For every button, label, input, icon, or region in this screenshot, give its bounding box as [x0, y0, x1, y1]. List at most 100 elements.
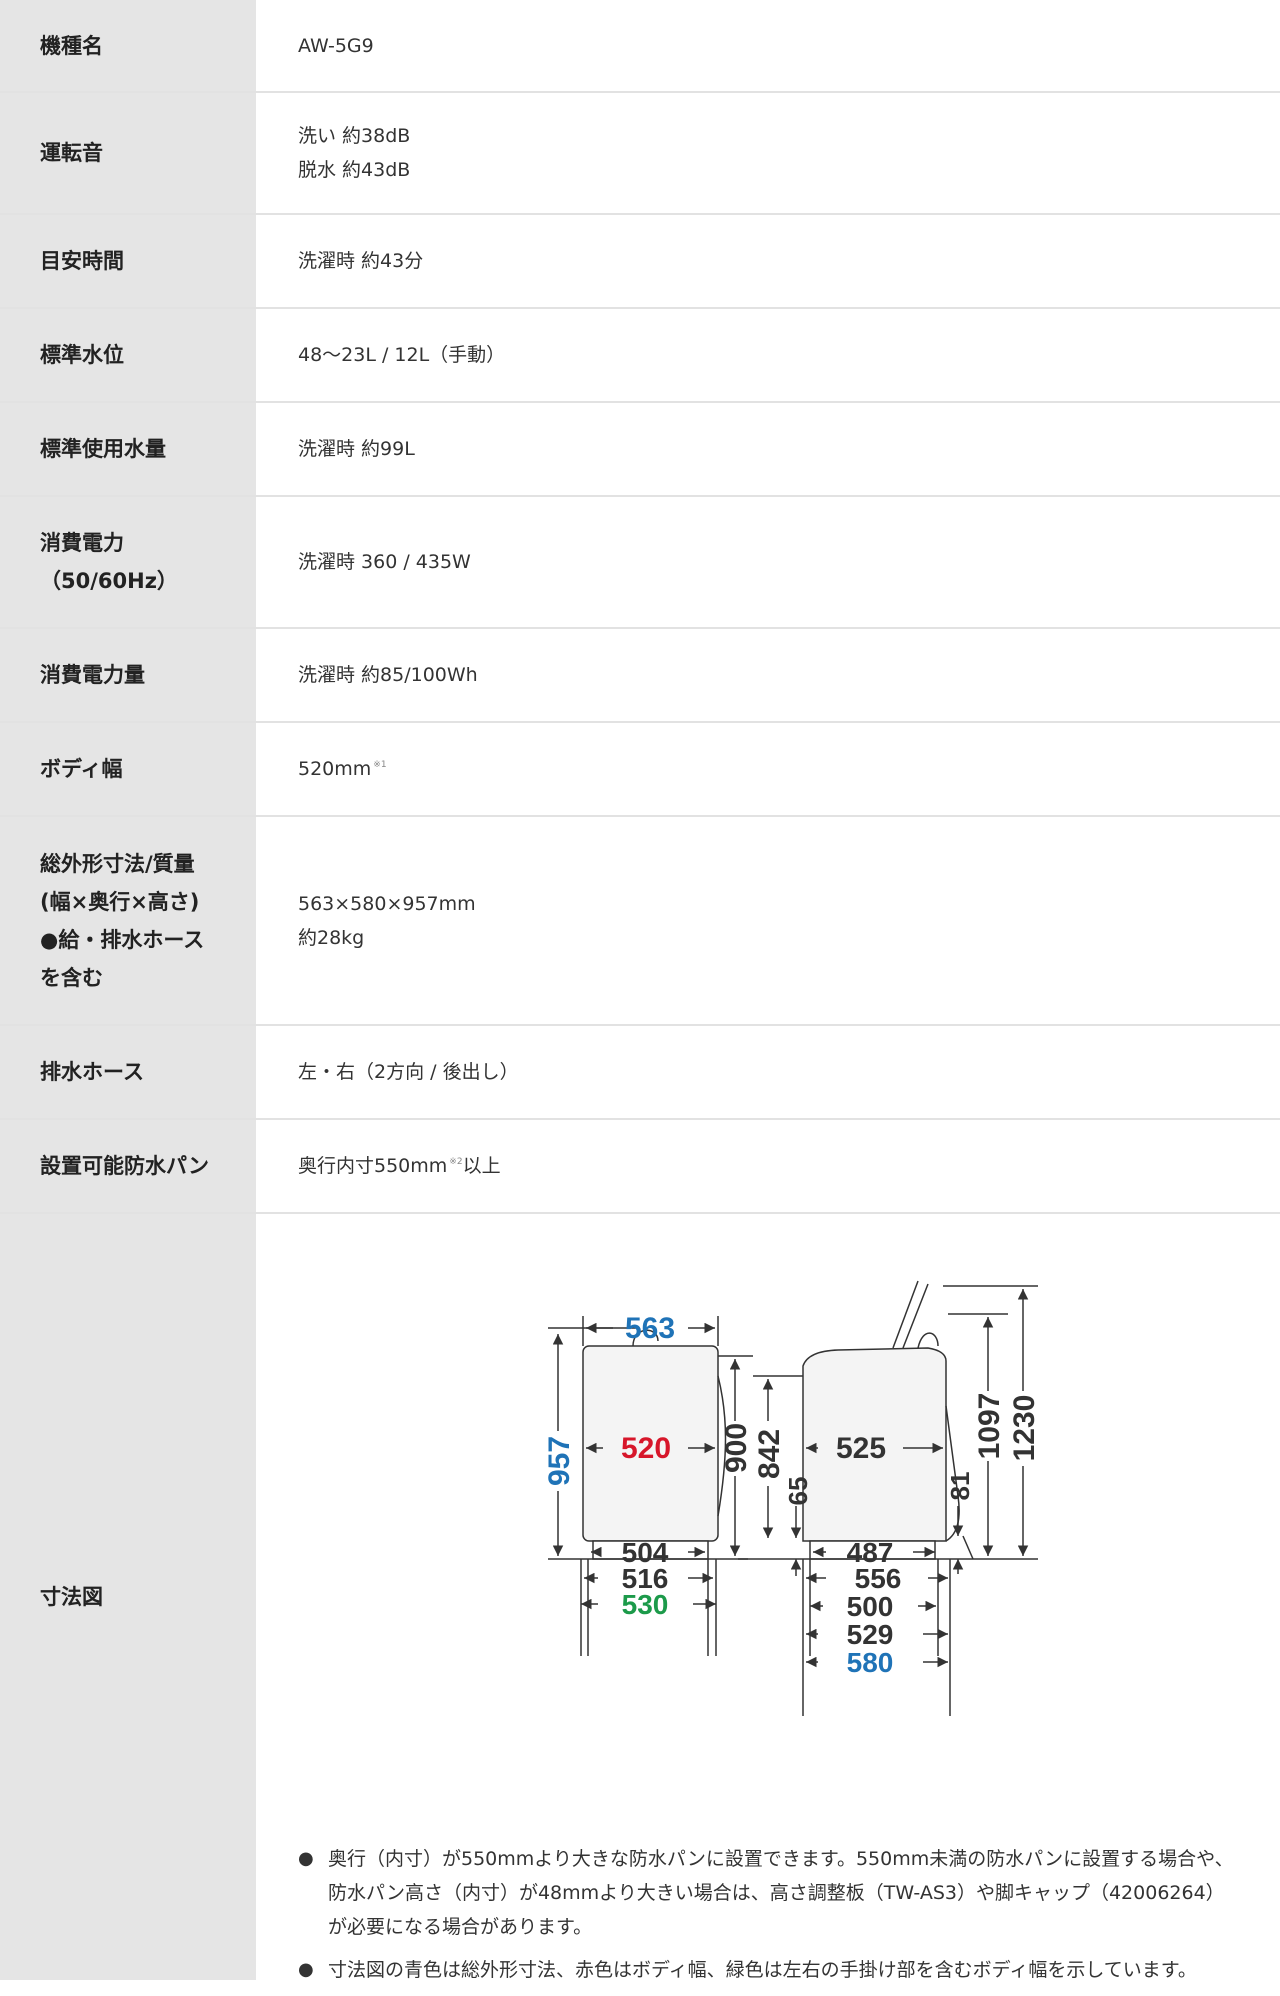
dim-563: 563: [625, 1312, 675, 1345]
spec-value-text: 520mm: [298, 758, 372, 780]
spec-label-line: 排水ホース: [40, 1060, 144, 1084]
spec-value-line: 563×580×957mm: [298, 892, 476, 915]
footnote-mark: ※1: [373, 760, 387, 770]
spec-label: ボディ幅: [0, 723, 256, 815]
spec-value: 563 957 520 900 504 516 530 842 65 525 8…: [256, 1214, 1280, 1981]
spec-label-line: 消費電力: [40, 531, 124, 555]
spec-value-line: 約28kg: [298, 926, 365, 949]
note-item: ● 寸法図の青色は総外形寸法、赤色はボディ幅、緑色は左右の手掛け部を含むボディ幅…: [298, 1953, 1238, 1987]
spec-value-line: 48〜23L / 12L（手動）: [298, 344, 506, 366]
side-lid-shape: [892, 1280, 919, 1349]
spec-label: 設置可能防水パン: [0, 1120, 256, 1212]
spec-value-line: 奥行内寸550mm※2以上: [298, 1149, 1238, 1183]
spec-row: 機種名 AW-5G9: [0, 0, 1280, 93]
spec-table: 機種名 AW-5G9 運転音 洗い 約38dB 脱水 約43dB 目安時間 洗濯時 約43分…: [0, 0, 1280, 1214]
spec-row: 運転音 洗い 約38dB 脱水 約43dB: [0, 93, 1280, 215]
spec-value-line: 520mm※1: [298, 752, 1238, 786]
spec-row: ボディ幅 520mm※1: [0, 723, 1280, 817]
dim-1097: 1097: [973, 1393, 1006, 1460]
spec-value-line: 洗濯時 約85/100Wh: [298, 664, 478, 686]
spec-row: 目安時間 洗濯時 約43分: [0, 215, 1280, 309]
spec-label-line: 総外形寸法/質量: [40, 851, 195, 876]
spec-label-line: 消費電力量: [40, 663, 145, 687]
spec-value-line: 洗い 約38dB: [298, 125, 411, 147]
spec-value: 48〜23L / 12L（手動）: [256, 309, 1280, 401]
spec-row: 標準水位 48〜23L / 12L（手動）: [0, 309, 1280, 403]
dim-525: 525: [836, 1432, 886, 1465]
spec-label: 寸法図: [0, 1214, 256, 1980]
spec-label: 総外形寸法/質量 (幅×奥行×高さ) ●給・排水ホースを含む: [0, 817, 256, 1024]
spec-label: 標準水位: [0, 309, 256, 401]
bullet-icon: ●: [298, 1848, 314, 1869]
spec-label-line: 運転音: [40, 141, 103, 165]
spec-label-line: ●給・排水ホース: [40, 927, 205, 952]
spec-value: 洗い 約38dB 脱水 約43dB: [256, 93, 1280, 213]
dim-504: 504: [622, 1537, 669, 1568]
spec-label: 目安時間: [0, 215, 256, 307]
spec-value: AW-5G9: [256, 0, 1280, 91]
spec-label: 消費電力 （50/60Hz）: [0, 497, 256, 627]
spec-row: 設置可能防水パン 奥行内寸550mm※2以上: [0, 1120, 1280, 1214]
spec-row: 消費電力量 洗濯時 約85/100Wh: [0, 629, 1280, 723]
spec-label-line: （50/60Hz）: [40, 569, 178, 593]
spec-label: 機種名: [0, 0, 256, 91]
spec-label: 運転音: [0, 93, 256, 213]
dim-1230: 1230: [1008, 1395, 1038, 1462]
note-item: ● 奥行（内寸）が550mmより大きな防水パンに設置できます。550mm未満の防…: [298, 1842, 1238, 1944]
spec-label-line: を含む: [40, 965, 103, 990]
spec-value-text: 以上: [462, 1155, 501, 1177]
spec-row: 排水ホース 左・右（2方向 / 後出し）: [0, 1026, 1280, 1120]
spec-value-line: 洗濯時 約43分: [298, 250, 424, 272]
spec-value: 左・右（2方向 / 後出し）: [256, 1026, 1280, 1118]
dim-529: 529: [847, 1619, 894, 1650]
dim-500: 500: [847, 1591, 894, 1622]
dim-65: 65: [783, 1477, 813, 1506]
dim-900: 900: [720, 1423, 753, 1473]
dimension-diagram-svg: 563 957 520 900 504 516 530 842 65 525 8…: [543, 1280, 1041, 1716]
dim-957: 957: [543, 1436, 576, 1486]
spec-label: 消費電力量: [0, 629, 256, 721]
spec-value: 洗濯時 約43分: [256, 215, 1280, 307]
spec-label-line: (幅×奥行×高さ): [40, 889, 200, 914]
spec-value: 洗濯時 約99L: [256, 403, 1280, 495]
bullet-icon: ●: [298, 1959, 314, 1980]
spec-value-line: 洗濯時 360 / 435W: [298, 551, 471, 573]
spec-label: 排水ホース: [0, 1026, 256, 1118]
spec-label: 標準使用水量: [0, 403, 256, 495]
dim-516: 516: [622, 1563, 669, 1594]
dim-530: 530: [622, 1589, 669, 1620]
spec-value-line: 洗濯時 約99L: [298, 438, 415, 460]
spec-label-line: 標準水位: [40, 343, 124, 367]
note-text: 寸法図の青色は総外形寸法、赤色はボディ幅、緑色は左右の手掛け部を含むボディ幅を示…: [328, 1959, 1197, 1981]
dim-556: 556: [855, 1563, 902, 1594]
dim-520: 520: [621, 1432, 671, 1465]
spec-label-line: 機種名: [40, 33, 103, 58]
spec-row: 消費電力 （50/60Hz） 洗濯時 360 / 435W: [0, 497, 1280, 629]
spec-value-line: 左・右（2方向 / 後出し）: [298, 1061, 519, 1083]
spec-value: 洗濯時 360 / 435W: [256, 497, 1280, 627]
spec-value: 520mm※1: [256, 723, 1280, 815]
note-text: 奥行（内寸）が550mmより大きな防水パンに設置できます。550mm未満の防水パ…: [328, 1848, 1234, 1938]
spec-value: 奥行内寸550mm※2以上: [256, 1120, 1280, 1212]
spec-label-line: ボディ幅: [40, 757, 123, 781]
front-hose-shape: [632, 1329, 659, 1347]
spec-value-line: AW-5G9: [298, 34, 374, 57]
spec-label-line: 標準使用水量: [40, 437, 166, 461]
footnote-mark: ※2: [449, 1157, 463, 1167]
spec-label-line: 設置可能防水パン: [40, 1154, 210, 1178]
spec-value: 洗濯時 約85/100Wh: [256, 629, 1280, 721]
dim-81: 81: [945, 1472, 975, 1501]
dim-487: 487: [847, 1537, 894, 1568]
spec-value-text: 奥行内寸550mm: [298, 1155, 448, 1177]
diagram-notes: ● 奥行（内寸）が550mmより大きな防水パンに設置できます。550mm未満の防…: [298, 1842, 1238, 1996]
spec-value: 563×580×957mm 約28kg: [256, 817, 1280, 1024]
spec-row: 総外形寸法/質量 (幅×奥行×高さ) ●給・排水ホースを含む 563×580×957m…: [0, 817, 1280, 1026]
side-body-shape: [802, 1347, 947, 1542]
spec-value-line: 脱水 約43dB: [298, 159, 411, 181]
spec-label-line: 目安時間: [40, 249, 124, 273]
spec-row-dimension-diagram: 寸法図: [0, 1214, 1280, 1981]
dimension-diagram: 563 957 520 900 504 516 530 842 65 525 8…: [398, 1256, 1041, 1776]
dim-580: 580: [847, 1647, 894, 1678]
spec-row: 標準使用水量 洗濯時 約99L: [0, 403, 1280, 497]
dim-842: 842: [753, 1429, 786, 1479]
